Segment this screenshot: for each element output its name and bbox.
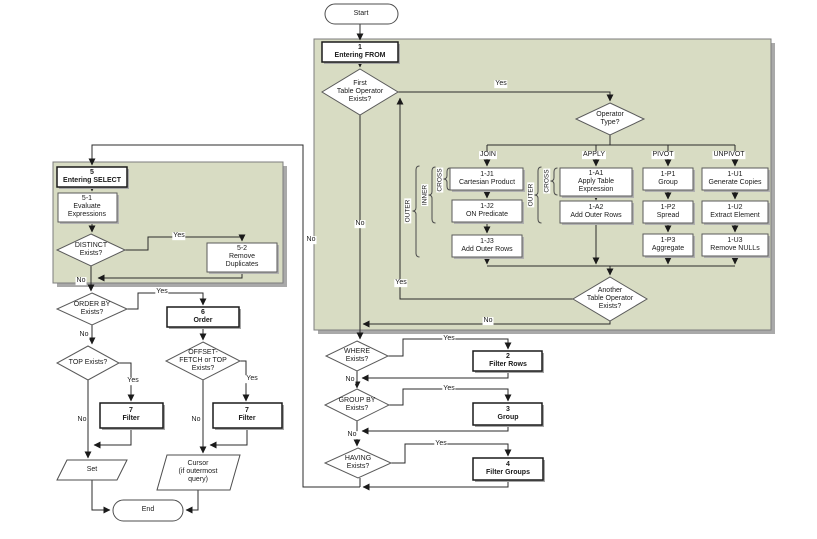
step52-box — [206, 242, 278, 273]
a2-box — [559, 200, 633, 224]
j2-box — [451, 199, 523, 223]
u2-box — [701, 200, 769, 224]
u1-box — [701, 167, 769, 191]
step3-box — [472, 402, 543, 426]
j1-box — [449, 167, 524, 191]
step7-right-box — [212, 402, 283, 429]
p2-box — [642, 200, 694, 224]
distinct-diamond — [55, 233, 127, 267]
order-by-diamond — [55, 292, 129, 326]
step2-box — [472, 350, 543, 372]
step4-box — [472, 457, 544, 481]
node-shapes — [55, 3, 770, 522]
step5-box — [56, 166, 128, 188]
cursor-parallelogram — [156, 454, 241, 491]
join-outer-brace — [412, 165, 420, 258]
start-terminal-shape — [324, 3, 399, 25]
p1-box — [642, 167, 694, 191]
p3-box — [642, 233, 694, 257]
first-op-diamond — [321, 68, 399, 116]
step51-box — [57, 192, 118, 223]
group-by-diamond — [323, 388, 391, 422]
having-diamond — [323, 447, 393, 479]
step6-box — [166, 306, 240, 328]
another-op-diamond — [572, 276, 648, 322]
u3-box — [701, 233, 769, 257]
top-diamond — [55, 345, 121, 381]
step1-box — [321, 41, 399, 63]
end-terminal-shape — [112, 499, 184, 522]
where-diamond — [324, 340, 390, 372]
step7-left-box — [99, 402, 164, 429]
j3-box — [451, 234, 523, 258]
a1-box — [559, 167, 633, 197]
offset-fetch-diamond — [164, 341, 242, 381]
set-parallelogram — [56, 459, 128, 481]
op-type-diamond — [574, 102, 646, 136]
